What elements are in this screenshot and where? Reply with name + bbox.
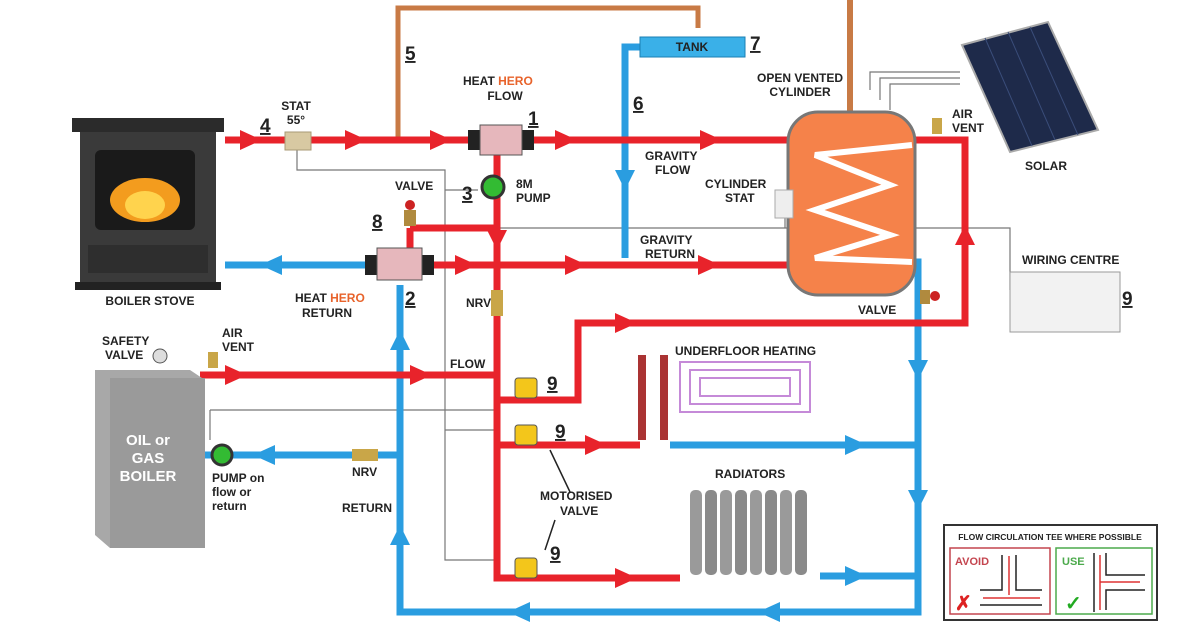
number-9-wiring: 9 xyxy=(1122,289,1133,310)
cylinder-stat xyxy=(774,189,794,219)
heat-hero-return-label: HEAT HERO xyxy=(295,291,365,305)
open-vented-cylinder xyxy=(786,110,917,297)
tank-label: TANK xyxy=(676,40,709,54)
radiator xyxy=(690,490,807,575)
number-5: 5 xyxy=(405,44,416,65)
air-vent-top-label-1: AIR xyxy=(952,107,973,121)
pump-label-2: PUMP xyxy=(516,191,551,205)
solar-panel xyxy=(960,20,1100,154)
cylinder-label-2: CYLINDER xyxy=(769,85,831,99)
flow-arrows xyxy=(225,130,975,588)
pump xyxy=(480,174,506,200)
boiler-label-1: OIL or xyxy=(126,432,170,449)
pump-note-3: return xyxy=(212,499,247,513)
air-vent-top-label-2: VENT xyxy=(952,121,985,135)
cylinder-stat-label-2: STAT xyxy=(725,191,755,205)
nrv-bottom-label: NRV xyxy=(352,465,377,479)
safety-valve xyxy=(152,348,168,364)
air-vent-top xyxy=(932,118,942,134)
cylinder-label-1: OPEN VENTED xyxy=(757,71,843,85)
boiler-label-2: GAS xyxy=(132,450,165,467)
number-9b: 9 xyxy=(555,422,566,443)
number-1: 1 xyxy=(528,109,539,130)
heat-hero-flow-label-2: FLOW xyxy=(487,89,523,103)
boiler-stove-label: BOILER STOVE xyxy=(105,294,194,308)
stat-label: STAT xyxy=(281,99,311,113)
boiler-stove xyxy=(72,118,224,290)
air-vent-left-label-1: AIR xyxy=(222,326,243,340)
motorised-label-1: MOTORISED xyxy=(540,489,613,503)
underfloor-label: UNDERFLOOR HEATING xyxy=(675,344,816,358)
gravity-return-label-1: GRAVITY xyxy=(640,233,692,247)
safety-valve-label-2: VALVE xyxy=(105,348,143,362)
number-4: 4 xyxy=(260,116,271,137)
number-2: 2 xyxy=(405,289,416,310)
heat-hero-return-unit xyxy=(365,247,434,281)
legend-use: USE xyxy=(1062,556,1085,568)
solar-label: SOLAR xyxy=(1025,159,1067,173)
return-arrows xyxy=(253,170,928,622)
underfloor-coil xyxy=(679,361,811,413)
gravity-flow-label-1: GRAVITY xyxy=(645,149,697,163)
heat-hero-flow-unit xyxy=(468,124,534,156)
nrv-top xyxy=(491,290,503,316)
number-8: 8 xyxy=(372,212,383,233)
check-icon: ✓ xyxy=(1065,593,1082,615)
valve-top-label: VALVE xyxy=(395,179,433,193)
heat-hero-flow-label: HEAT HERO xyxy=(463,74,533,88)
return-label: RETURN xyxy=(342,501,392,515)
wiring-centre xyxy=(1009,271,1121,333)
nrv-bottom xyxy=(352,449,378,461)
nrv-top-label: NRV xyxy=(466,296,491,310)
valve-right-label: VALVE xyxy=(858,303,896,317)
radiators-label: RADIATORS xyxy=(715,467,785,481)
legend-avoid: AVOID xyxy=(955,556,989,568)
underfloor-manifold xyxy=(638,355,668,440)
stat-temp: 55° xyxy=(287,113,305,127)
pump-note-1: PUMP on xyxy=(212,471,264,485)
tee-legend xyxy=(943,524,1158,621)
tank xyxy=(639,36,746,58)
valve-top xyxy=(404,200,416,226)
motorised-label-2: VALVE xyxy=(560,504,598,518)
oil-gas-boiler xyxy=(95,370,205,548)
air-vent-left-label-2: VENT xyxy=(222,340,255,354)
air-vent-left xyxy=(208,352,218,368)
flow-label: FLOW xyxy=(450,357,486,371)
cross-icon: ✗ xyxy=(955,593,972,615)
legend-title: FLOW CIRCULATION TEE WHERE POSSIBLE xyxy=(958,532,1142,542)
gravity-return-label-2: RETURN xyxy=(645,247,695,261)
motorised-valves xyxy=(514,377,571,579)
stat-sensor xyxy=(284,131,312,151)
heat-hero-return-label-2: RETURN xyxy=(302,306,352,320)
pump-note-2: flow or xyxy=(212,485,252,499)
cylinder-stat-label-1: CYLINDER xyxy=(705,177,767,191)
gravity-flow-label-2: FLOW xyxy=(655,163,691,177)
boiler-label-3: BOILER xyxy=(120,468,177,485)
number-9a: 9 xyxy=(547,374,558,395)
number-9c: 9 xyxy=(550,544,561,565)
boiler-pump xyxy=(210,443,234,467)
safety-valve-label-1: SAFETY xyxy=(102,334,149,348)
number-7: 7 xyxy=(750,34,761,55)
pump-label-1: 8M xyxy=(516,177,533,191)
valve-right xyxy=(920,290,940,304)
number-6: 6 xyxy=(633,94,644,115)
number-3: 3 xyxy=(462,184,473,205)
vent-pipe xyxy=(395,5,701,140)
wiring-centre-label: WIRING CENTRE xyxy=(1022,253,1119,267)
